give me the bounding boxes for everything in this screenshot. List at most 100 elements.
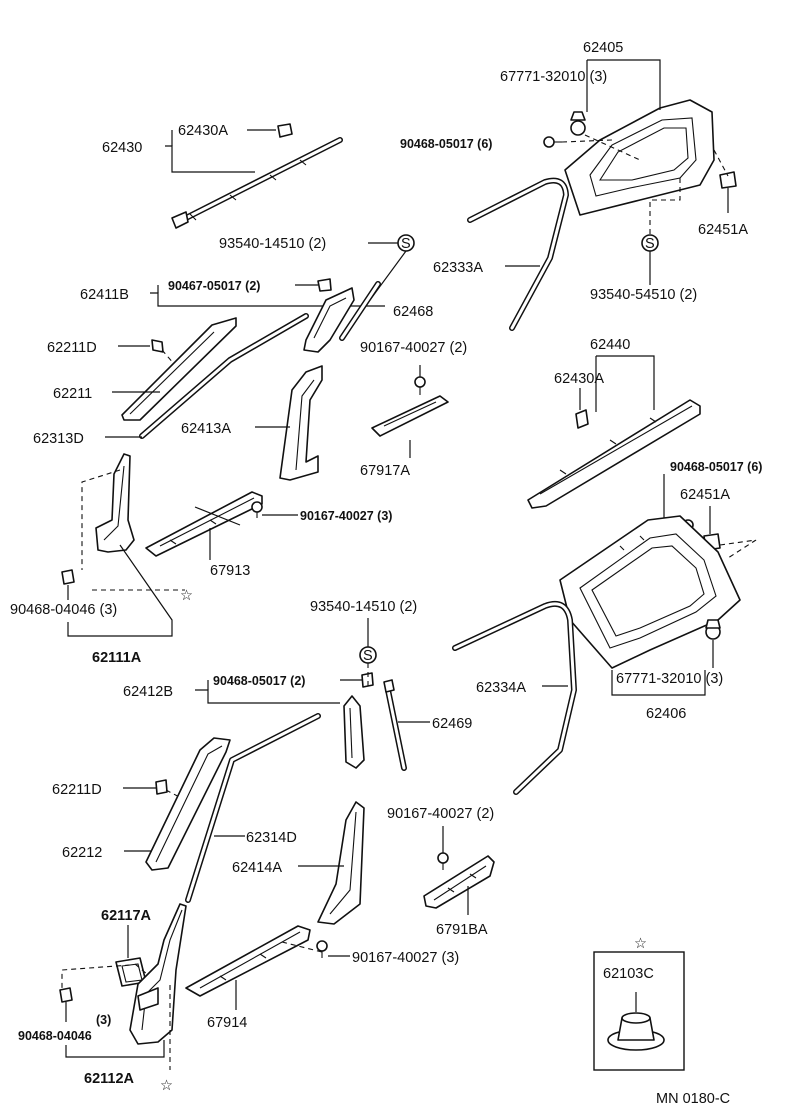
part-62413A-pillar: [279, 365, 323, 481]
s-marker-label: S: [363, 648, 373, 664]
dash-leader: [584, 134, 641, 161]
part-62469-strip: [383, 679, 407, 771]
s-marker-mid: S: [359, 646, 377, 664]
clip-62451A-top: [719, 171, 737, 189]
label-93540-54510: 93540-54510 (2): [590, 287, 697, 303]
label-62212: 62212: [62, 845, 102, 861]
star-box: ☆: [634, 936, 647, 952]
part-67917A-plate: [371, 395, 449, 437]
label-62430: 62430: [102, 140, 142, 156]
label-90468-04046-bottom: 90468-04046: [18, 1029, 92, 1043]
part-67914-plate: [185, 925, 311, 997]
part-62414A-pillar: [317, 801, 365, 925]
screw-67771-bottom: [705, 619, 721, 640]
label-62333A: 62333A: [433, 260, 483, 276]
label-67771-bottom: 67771-32010 (3): [616, 671, 723, 687]
s-marker-left: S: [397, 234, 415, 252]
label-93540-14510-top: 93540-14510 (2): [219, 236, 326, 252]
leader: [611, 670, 706, 696]
label-62430A-top: 62430A: [178, 123, 228, 139]
dash-leader: [649, 178, 681, 235]
screw-67771-top: [570, 111, 586, 136]
label-62405: 62405: [583, 40, 623, 56]
label-qty-3: (3): [96, 1013, 111, 1027]
leader: [65, 1040, 165, 1058]
part-62412B-pillar: [343, 695, 365, 769]
label-6791BA: 6791BA: [436, 922, 488, 938]
label-62313D: 62313D: [33, 431, 84, 447]
leader: [150, 292, 385, 307]
label-62211D-top: 62211D: [47, 340, 97, 356]
label-93540-14510-mid: 93540-14510 (2): [310, 599, 417, 615]
label-62211D-bottom: 62211D: [52, 782, 102, 798]
part-62103C-nut: [607, 1012, 665, 1051]
label-62451A-top: 62451A: [698, 222, 748, 238]
part-62112A-pillar: [129, 903, 187, 1045]
part-62430-roof-rail: [171, 137, 343, 229]
part-62411B-trim: [303, 287, 355, 353]
part-62111A-pillar: [95, 453, 135, 553]
part-62211-pillar: [121, 317, 237, 421]
label-62314D: 62314D: [246, 830, 297, 846]
dash-leader: [713, 149, 729, 177]
leader: [194, 506, 241, 526]
dash-leader: [161, 349, 176, 366]
part-67913-plate: [145, 491, 263, 557]
label-90167-40027-3-top: 90167-40027 (3): [300, 509, 392, 523]
screw-90167-bottom-right: [437, 852, 449, 870]
part-62440-rail: [527, 399, 701, 509]
diagram-code: MN 0180-C: [656, 1091, 730, 1107]
label-62414A: 62414A: [232, 860, 282, 876]
part-62334A-weatherstrip: [452, 600, 577, 795]
label-62103C: 62103C: [603, 966, 654, 982]
label-90167-40027-3-bottom: 90167-40027 (3): [352, 950, 459, 966]
dash-leader: [281, 941, 323, 953]
part-62333A-weatherstrip: [467, 177, 569, 331]
label-62117A: 62117A: [101, 908, 152, 924]
label-62111A: 62111A: [92, 650, 142, 666]
label-62412B: 62412B: [123, 684, 173, 700]
leader: [595, 355, 655, 412]
part-62406-quarter-trim: [559, 515, 741, 669]
label-62334A: 62334A: [476, 680, 526, 696]
leader: [586, 59, 661, 112]
star-top: ☆: [180, 588, 193, 604]
label-62440: 62440: [590, 337, 630, 353]
s-marker-label: S: [645, 236, 655, 252]
label-90167-40027-2-top: 90167-40027 (2): [360, 340, 467, 356]
s-marker-label: S: [401, 236, 411, 252]
part-6791BA-plate: [423, 855, 495, 909]
clip-90468-05017-mid: [361, 672, 374, 688]
label-90467-05017: 90467-05017 (2): [168, 279, 260, 293]
part-62313D-strip: [139, 313, 309, 439]
label-62211: 62211: [53, 386, 92, 402]
label-67771-top: 67771-32010 (3): [500, 69, 607, 85]
part-62405-quarter-trim: [564, 99, 715, 216]
label-62411B: 62411B: [80, 287, 129, 303]
dash-leader: [81, 469, 121, 570]
screw-90167-top: [414, 376, 426, 395]
label-62406: 62406: [646, 706, 686, 722]
clip-62211D-top: [151, 339, 164, 353]
screw-90167-mid: [251, 501, 263, 518]
dash-leader: [61, 964, 131, 990]
leader: [195, 689, 340, 704]
clip-90468-04046-bottom: [59, 987, 73, 1003]
label-67913: 67913: [210, 563, 250, 579]
clip-62430A-top: [277, 123, 293, 138]
clip-90467: [317, 278, 332, 292]
label-90468-05017-6-top: 90468-05017 (6): [400, 137, 492, 151]
label-62413A: 62413A: [181, 421, 231, 437]
dash-leader: [165, 789, 186, 801]
part-62468-strip: [339, 281, 381, 341]
dash-leader: [719, 539, 757, 559]
leader: [165, 145, 255, 173]
label-67914: 67914: [207, 1015, 247, 1031]
label-62112A: 62112A: [84, 1071, 135, 1087]
s-marker-right: S: [641, 234, 659, 252]
star-bottom: ☆: [160, 1078, 173, 1094]
clip-62211D-bottom: [155, 779, 168, 795]
part-62212-pillar: [145, 737, 231, 871]
